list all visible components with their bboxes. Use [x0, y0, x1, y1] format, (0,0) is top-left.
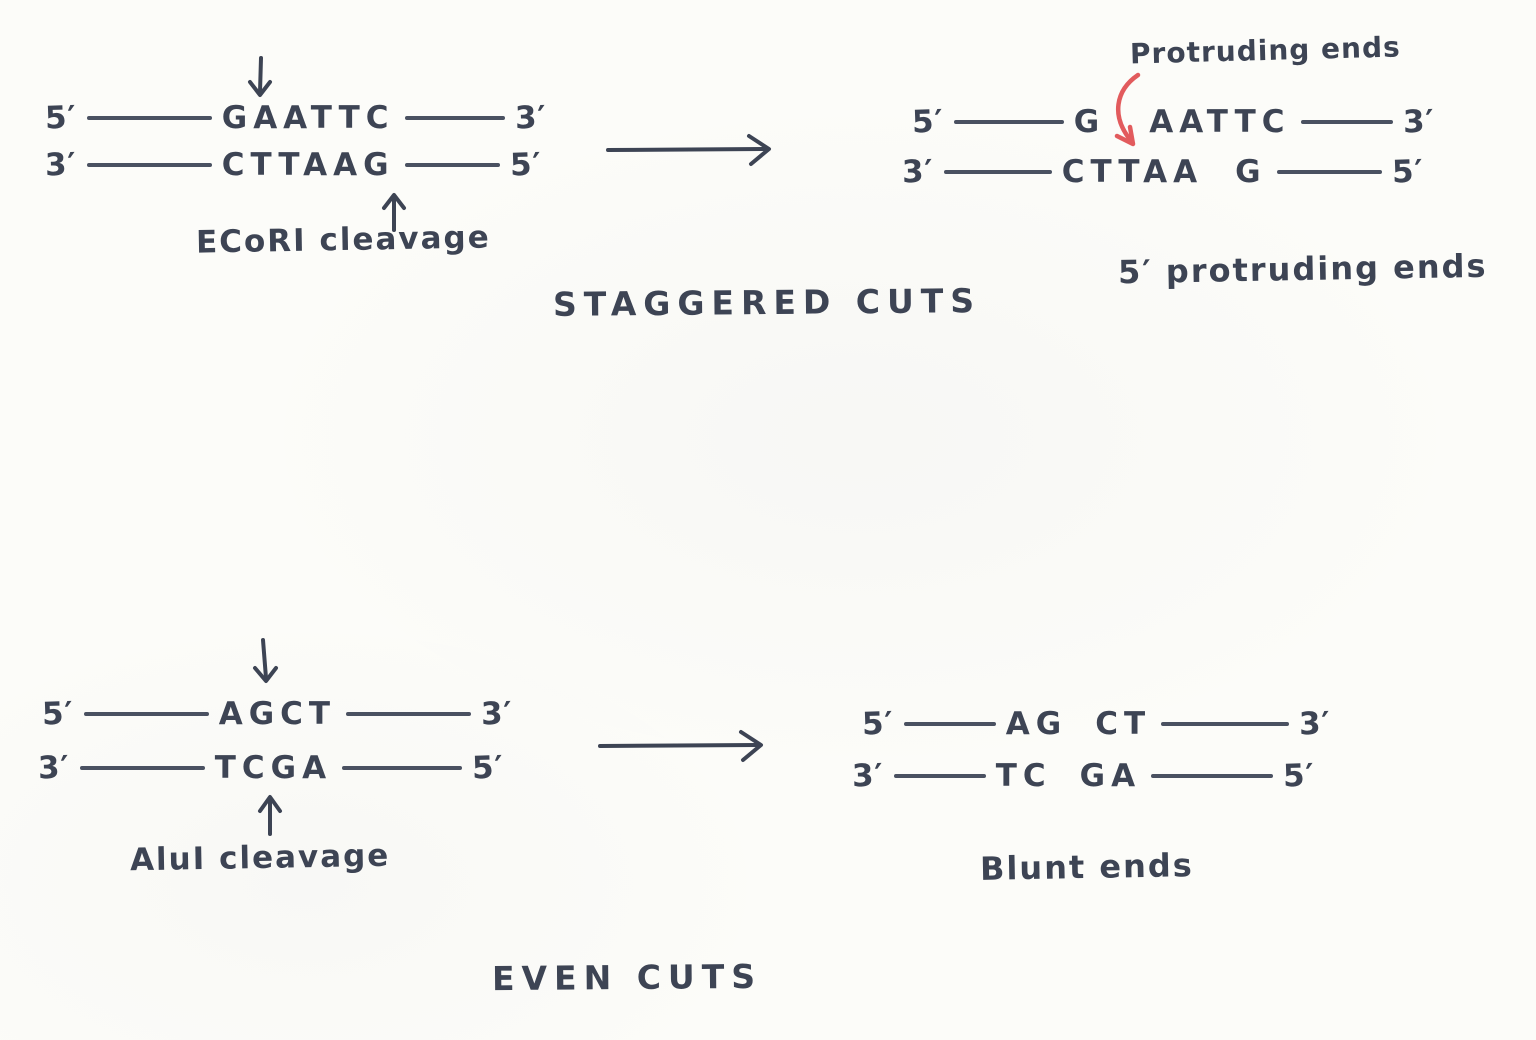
cleavage-down-arrow-icon: [240, 54, 280, 102]
cleavage-down-arrow-icon: [245, 636, 285, 688]
end-label-3prime: 3′: [480, 695, 514, 733]
substrate-top-strand: 5′ AGCT 3′: [41, 695, 514, 733]
dna-backbone-line: [1300, 120, 1393, 124]
dna-backbone-line: [404, 163, 500, 167]
product-top-strand: 5′ AG CT 3′: [861, 705, 1332, 743]
product-bottom-strand: 3′ CTTAA G 5′: [901, 153, 1424, 190]
sequence-left: CTTAA: [1061, 154, 1204, 190]
dna-backbone-line: [79, 766, 205, 770]
cleavage-up-arrow-icon: [374, 190, 414, 234]
substrate-bottom-strand: 3′ CTTAAG 5′: [44, 146, 542, 183]
substrate-bottom-strand: 3′ TCGA 5′: [37, 749, 505, 787]
reaction-arrow-icon: [595, 726, 775, 766]
end-label-5prime: 5′: [1282, 757, 1316, 795]
dna-backbone-line: [1151, 774, 1274, 778]
protruding-red-arrow-icon: [1108, 70, 1154, 156]
sequence-text: CTTAAG: [221, 147, 395, 183]
dna-backbone-line: [953, 120, 1064, 124]
cleavage-up-arrow-icon: [250, 792, 290, 838]
dna-backbone-line: [893, 774, 986, 778]
dna-backbone-line: [86, 116, 212, 120]
end-label-3prime: 3′: [851, 757, 885, 795]
sequence-right: GA: [1079, 758, 1142, 794]
dna-backbone-line: [903, 722, 996, 726]
sequence-left: G: [1073, 104, 1106, 140]
end-label-3prime: 3′: [1298, 705, 1332, 743]
dna-backbone-line: [1276, 170, 1382, 174]
section-title-even: EVEN CUTS: [491, 956, 763, 999]
sequence-text: AGCT: [218, 696, 337, 732]
dna-backbone-line: [342, 766, 463, 770]
dna-backbone-line: [86, 163, 212, 167]
dna-backbone-line: [1161, 722, 1290, 726]
sequence-right: G: [1235, 154, 1267, 190]
end-label-5prime: 5′: [41, 695, 75, 733]
dna-backbone-line: [346, 712, 472, 716]
end-label-5prime: 5′: [471, 749, 505, 787]
sequence-text: TCGA: [214, 750, 333, 786]
cut-gap: [1077, 722, 1085, 726]
dna-backbone-line: [404, 116, 505, 120]
reaction-arrow-icon: [603, 130, 783, 170]
sequence-left: TC: [995, 758, 1052, 794]
blunt-result-label: Blunt ends: [979, 846, 1195, 888]
product-top-strand: 5′ G AATTC 3′: [911, 103, 1435, 140]
substrate-top-strand: 5′ GAATTC 3′: [44, 99, 547, 136]
product-bottom-strand: 3′ TC GA 5′: [851, 757, 1316, 795]
cut-gap: [1062, 774, 1070, 778]
sequence-right: CT: [1095, 706, 1152, 742]
cleavage-enzyme-label: AluI cleavage: [129, 837, 391, 879]
sequence-right: AATTC: [1149, 104, 1291, 140]
dna-backbone-line: [943, 170, 1052, 174]
end-label-5prime: 5′: [861, 705, 895, 743]
end-label-3prime: 3′: [37, 749, 71, 787]
sequence-left: AG: [1005, 706, 1068, 742]
dna-backbone-line: [83, 712, 209, 716]
sequence-text: GAATTC: [221, 100, 395, 136]
